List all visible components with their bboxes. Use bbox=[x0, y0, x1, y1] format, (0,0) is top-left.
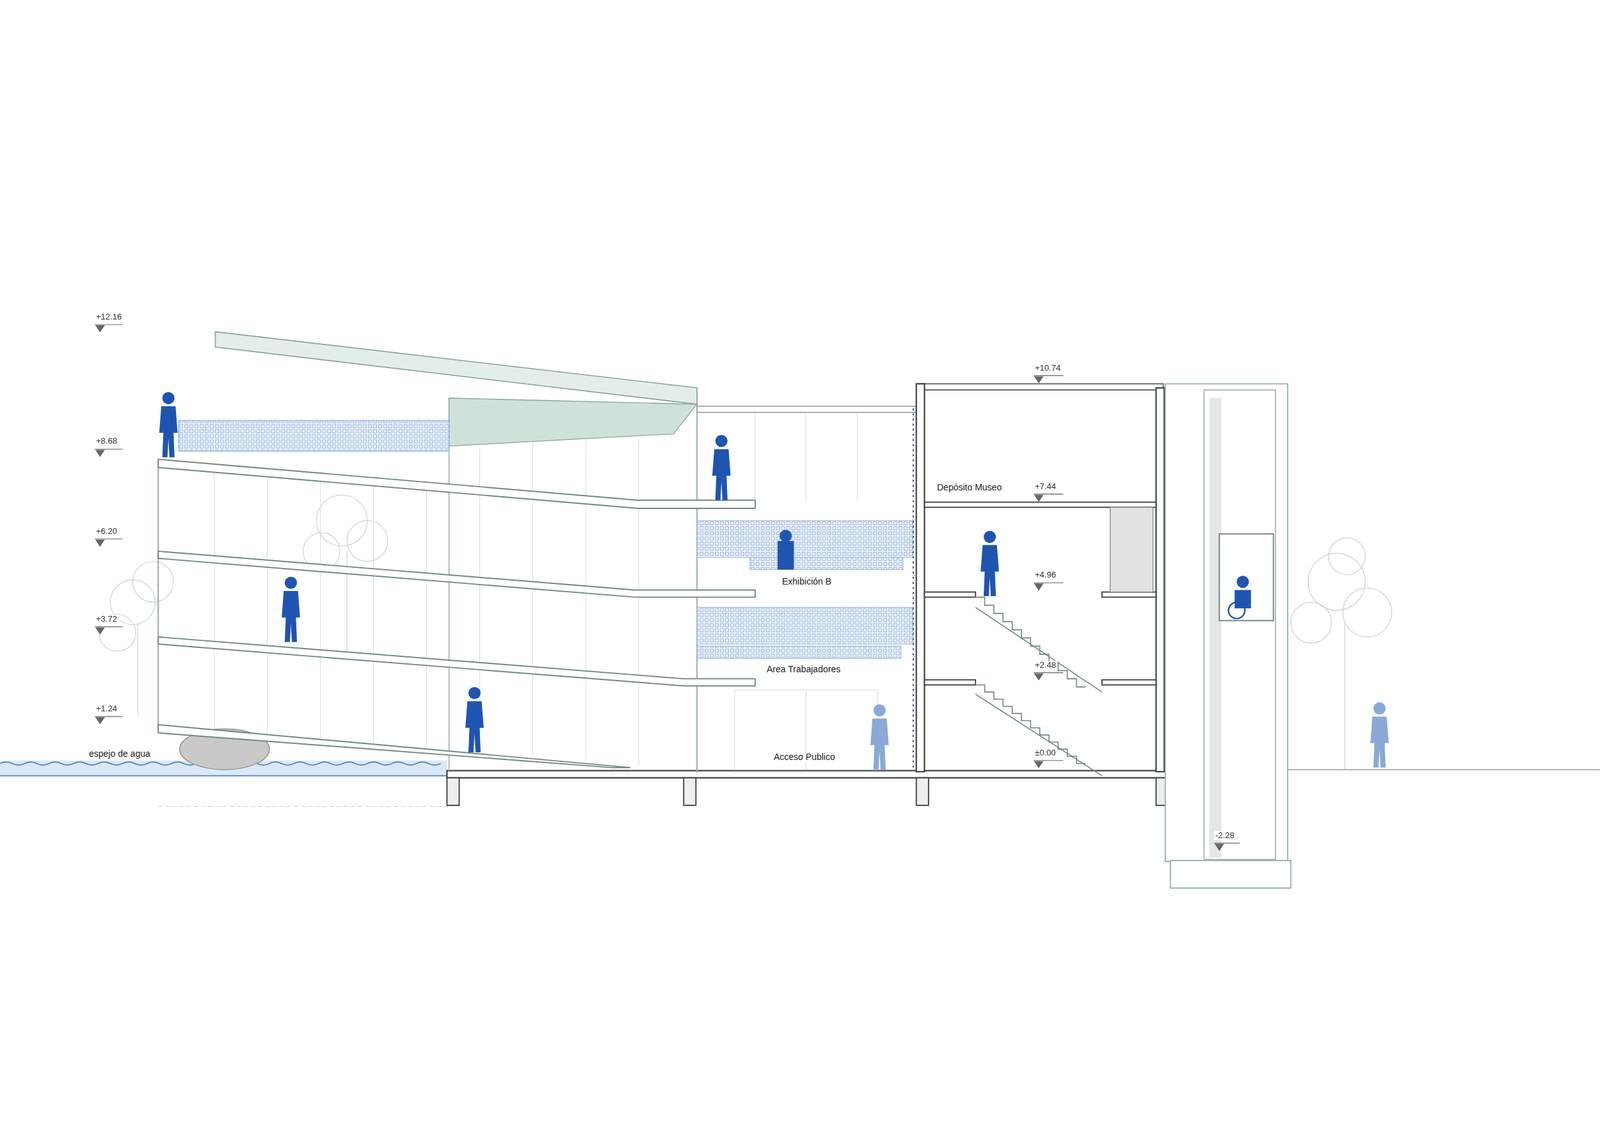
level-mark: +6.20 bbox=[94, 526, 119, 536]
level-mark: +7.44 bbox=[1033, 481, 1058, 491]
level-mark: +3.72 bbox=[94, 614, 119, 624]
room-label: Area Trabajadores bbox=[765, 664, 842, 674]
level-mark: +8.68 bbox=[94, 436, 119, 446]
area-label: espejo de agua bbox=[87, 748, 152, 759]
level-mark: +2.48 bbox=[1033, 660, 1058, 670]
level-mark: +12.16 bbox=[94, 312, 123, 322]
level-mark: +10.74 bbox=[1033, 363, 1062, 373]
level-mark: +1.24 bbox=[94, 704, 119, 713]
person bbox=[159, 391, 1252, 752]
level-mark: ±0.00 bbox=[1033, 748, 1057, 758]
level-mark: -2.28 bbox=[1214, 830, 1236, 840]
room-label: Depósito Museo bbox=[935, 482, 1003, 493]
room-label: Exhibición B bbox=[780, 576, 833, 587]
room-label: Acceso Publico bbox=[772, 752, 837, 762]
level-mark: +4.96 bbox=[1033, 570, 1058, 580]
